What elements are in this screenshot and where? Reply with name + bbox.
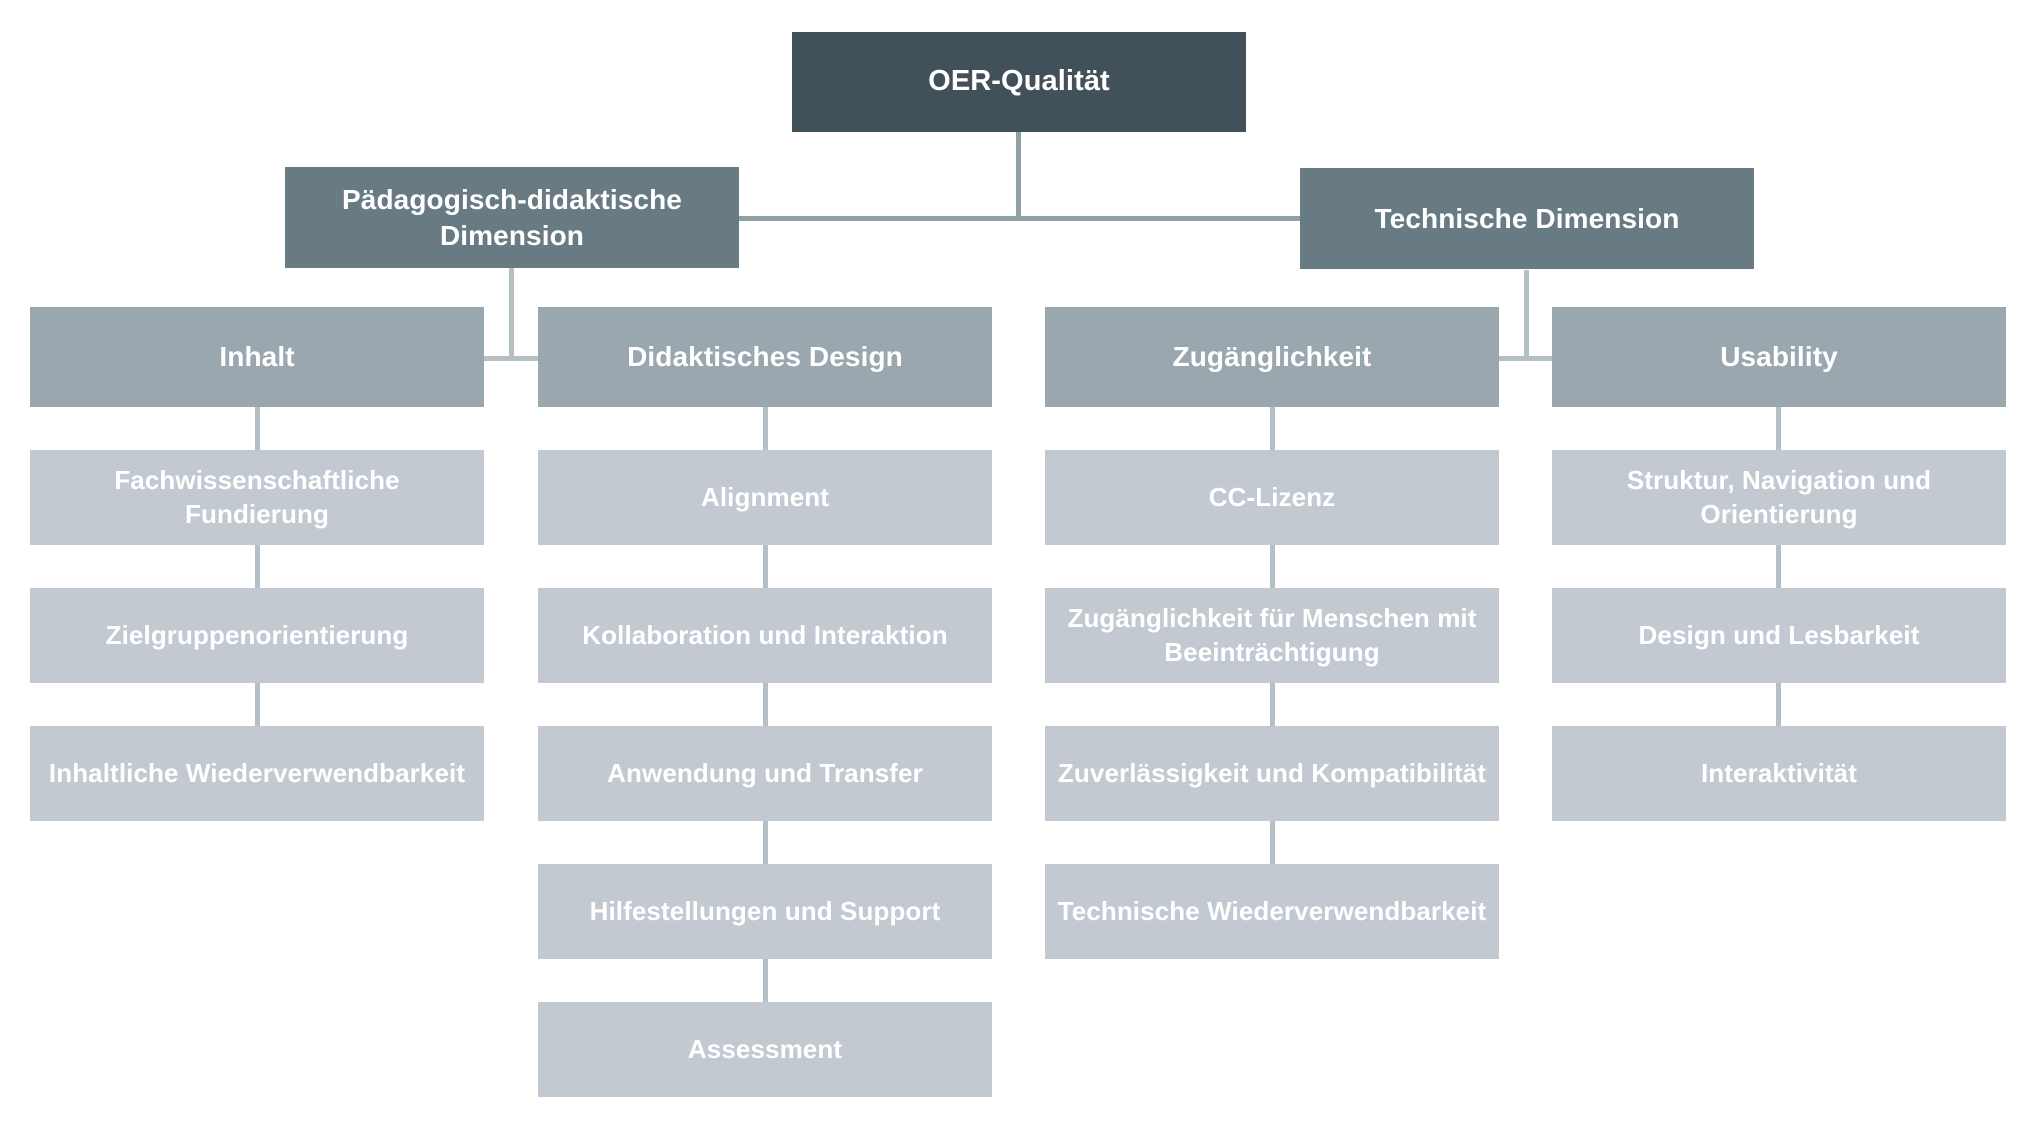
node-interaktivitaet[interactable]: Interaktivität bbox=[1552, 726, 2006, 821]
node-label: Fachwissenschaftliche Fundierung bbox=[114, 465, 400, 529]
node-label: Inhalt bbox=[219, 341, 295, 373]
node-zielgruppenorientierung[interactable]: Zielgruppenorientierung bbox=[30, 588, 484, 683]
connector-didaktik-5 bbox=[763, 959, 768, 1002]
connector-didaktik-4 bbox=[763, 821, 768, 864]
node-label: Struktur, Navigation und Orientierung bbox=[1626, 465, 1932, 529]
node-inhaltliche-wiederverwendbarkeit[interactable]: Inhaltliche Wiederverwendbarkeit bbox=[30, 726, 484, 821]
node-oer-qualitaet[interactable]: OER-Qualität bbox=[792, 32, 1246, 132]
connector-left-dimension-stem bbox=[509, 267, 514, 361]
node-label: Alignment bbox=[700, 481, 829, 512]
connector-right-dimension-stem bbox=[1524, 270, 1529, 361]
node-label: Usability bbox=[1720, 341, 1838, 373]
connector-inhalt-1 bbox=[255, 407, 260, 450]
node-alignment[interactable]: Alignment bbox=[538, 450, 992, 545]
node-label: Hilfestellungen und Support bbox=[589, 895, 941, 926]
node-hilfestellungen-und-support[interactable]: Hilfestellungen und Support bbox=[538, 864, 992, 959]
node-zuverlaessigkeit-und-kompatibilitaet[interactable]: Zuverlässigkeit und Kompatibilität bbox=[1045, 726, 1499, 821]
connector-dimension-bus bbox=[738, 216, 1301, 221]
connector-right-category-bus bbox=[1499, 356, 1556, 361]
connector-didaktik-1 bbox=[763, 407, 768, 450]
node-label: OER-Qualität bbox=[928, 65, 1110, 98]
node-label: Zugänglichkeit für Menschen mit Beeinträ… bbox=[1067, 603, 1477, 667]
node-cc-lizenz[interactable]: CC-Lizenz bbox=[1045, 450, 1499, 545]
node-assessment[interactable]: Assessment bbox=[538, 1002, 992, 1097]
connector-didaktik-3 bbox=[763, 683, 768, 726]
node-label: Interaktivität bbox=[1700, 757, 1857, 788]
connector-usability-2 bbox=[1776, 545, 1781, 588]
connector-zugaenglichkeit-2 bbox=[1270, 545, 1275, 588]
node-inhalt[interactable]: Inhalt bbox=[30, 307, 484, 407]
connector-zugaenglichkeit-4 bbox=[1270, 821, 1275, 864]
node-usability[interactable]: Usability bbox=[1552, 307, 2006, 407]
node-struktur-navigation-und-orientierung[interactable]: Struktur, Navigation und Orientierung bbox=[1552, 450, 2006, 545]
connector-zugaenglichkeit-1 bbox=[1270, 407, 1275, 450]
node-technische-dimension[interactable]: Technische Dimension bbox=[1300, 168, 1754, 269]
connector-didaktik-2 bbox=[763, 545, 768, 588]
connector-usability-1 bbox=[1776, 407, 1781, 450]
node-label: Zugänglichkeit bbox=[1172, 341, 1372, 373]
node-label: Zuverlässigkeit und Kompatibilität bbox=[1057, 757, 1487, 788]
node-kollaboration-und-interaktion[interactable]: Kollaboration und Interaktion bbox=[538, 588, 992, 683]
node-fachwissenschaftliche-fundierung[interactable]: Fachwissenschaftliche Fundierung bbox=[30, 450, 484, 545]
node-zugaenglichkeit-fuer-menschen-mit-beeintraechtigung[interactable]: Zugänglichkeit für Menschen mit Beeinträ… bbox=[1045, 588, 1499, 683]
node-label: CC-Lizenz bbox=[1208, 481, 1336, 512]
connector-zugaenglichkeit-3 bbox=[1270, 683, 1275, 726]
node-label: Zielgruppenorientierung bbox=[105, 619, 409, 650]
node-label: Technische Dimension bbox=[1374, 202, 1680, 234]
node-label: Technische Wiederverwendbarkeit bbox=[1057, 895, 1487, 926]
node-label: Pädagogisch-didaktische Dimension bbox=[342, 183, 682, 251]
node-didaktisches-design[interactable]: Didaktisches Design bbox=[538, 307, 992, 407]
node-zugaenglichkeit[interactable]: Zugänglichkeit bbox=[1045, 307, 1499, 407]
node-technische-wiederverwendbarkeit[interactable]: Technische Wiederverwendbarkeit bbox=[1045, 864, 1499, 959]
node-label: Design und Lesbarkeit bbox=[1638, 619, 1920, 650]
connector-inhalt-3 bbox=[255, 683, 260, 726]
connector-usability-3 bbox=[1776, 683, 1781, 726]
node-anwendung-und-transfer[interactable]: Anwendung und Transfer bbox=[538, 726, 992, 821]
node-design-und-lesbarkeit[interactable]: Design und Lesbarkeit bbox=[1552, 588, 2006, 683]
node-label: Kollaboration und Interaktion bbox=[582, 619, 948, 650]
node-label: Assessment bbox=[687, 1033, 843, 1064]
connector-inhalt-2 bbox=[255, 545, 260, 588]
node-label: Inhaltliche Wiederverwendbarkeit bbox=[48, 757, 466, 788]
node-label: Anwendung und Transfer bbox=[607, 757, 923, 788]
node-paedagogisch-didaktische-dimension[interactable]: Pädagogisch-didaktische Dimension bbox=[285, 167, 739, 268]
connector-root-stem bbox=[1016, 132, 1021, 220]
node-label: Didaktisches Design bbox=[627, 341, 903, 373]
connector-left-category-bus bbox=[484, 356, 541, 361]
